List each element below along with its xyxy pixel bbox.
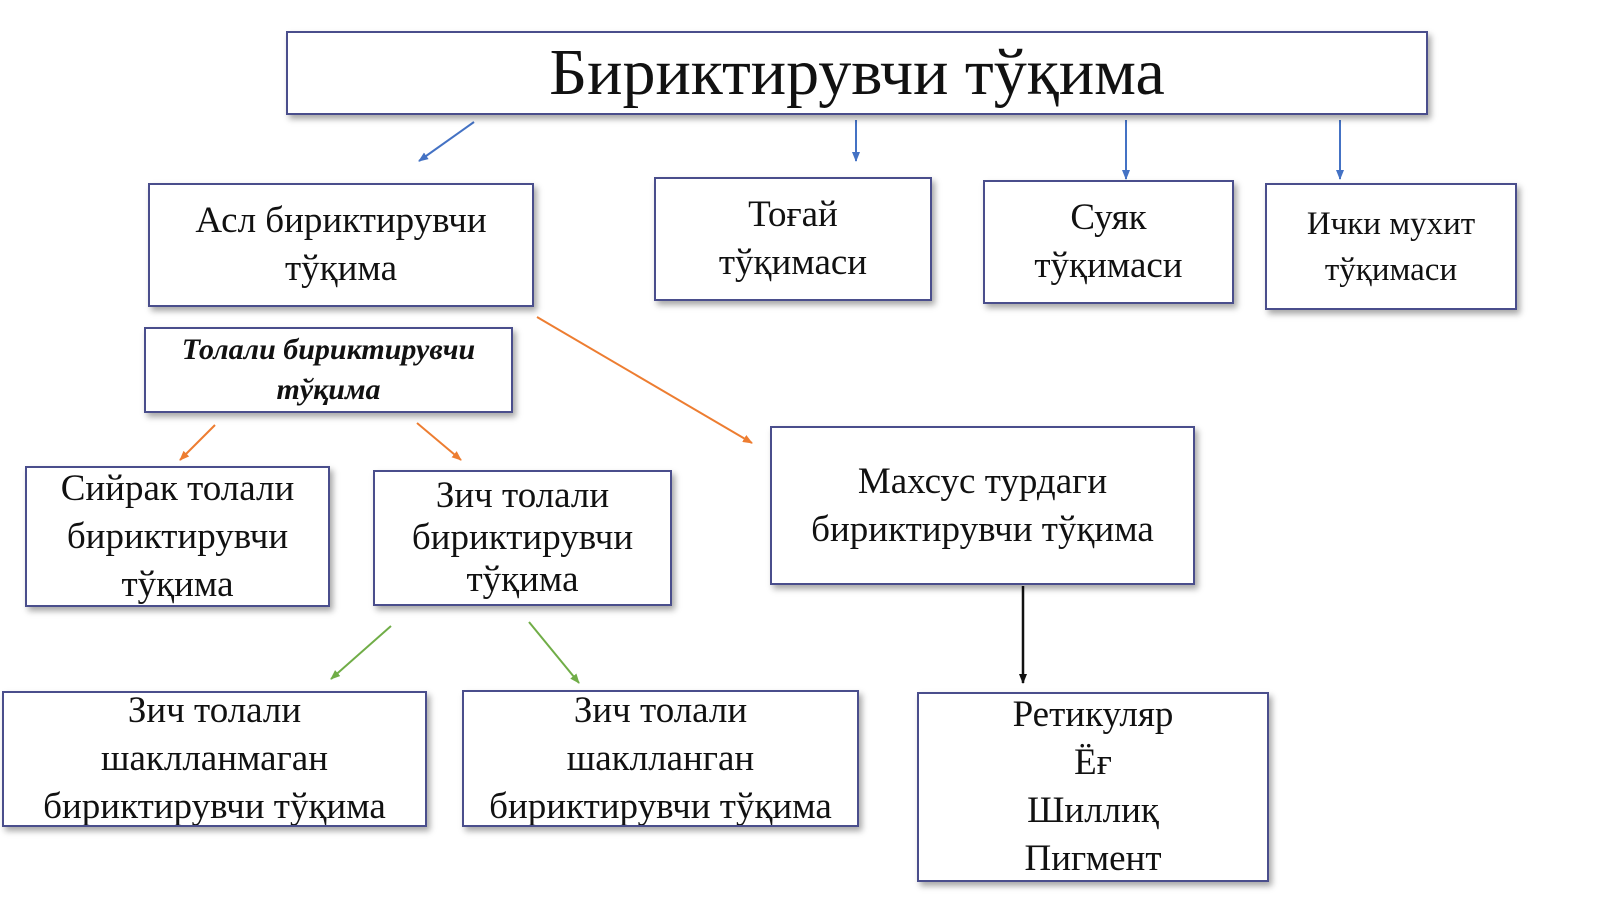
node-shakl-no-line-2: шаклланмаган <box>100 738 329 779</box>
node-shakl-no-line-3: бириктирувчи тўқима <box>43 786 386 827</box>
node-maxsus-line-2: бириктирувчи тўқима <box>811 508 1154 550</box>
node-togai-line-1: Тоғай <box>748 194 838 235</box>
node-retik-line-4: Пигмент <box>1024 838 1162 879</box>
node-special-types-list: Ретикуляр Ёғ Шиллиқ Пигмент <box>917 692 1269 882</box>
arrow-tolali-to-siyrak <box>179 424 216 461</box>
arrow-title-to-asl <box>418 121 475 162</box>
node-shakl-yes-line-2: шаклланган <box>566 737 755 779</box>
node-ichki-muhit: Ички мухит тўқимаси <box>1265 183 1517 310</box>
node-suyak-line-2: тўқимаси <box>1034 245 1183 286</box>
node-ichki-line-1: Ички мухит <box>1306 205 1476 242</box>
node-shakl-yes-line-1: Зич толали <box>573 690 748 731</box>
node-suyak: Суяк тўқимаси <box>983 180 1234 304</box>
node-asl-line-1: Асл бириктирувчи <box>195 200 487 241</box>
arrow-asl-to-maxsus <box>536 316 753 444</box>
arrow-zich-to-shakl-yes <box>528 621 580 684</box>
arrow-zich-to-shakl-no <box>330 625 392 680</box>
node-retik-line-1: Ретикуляр <box>1012 694 1174 735</box>
node-zich-line-2: бириктирувчи <box>411 517 634 558</box>
node-ichki-line-2: тўқимаси <box>1324 251 1458 288</box>
node-siyrak-line-1: Сийрак толали <box>60 467 295 509</box>
title-box: Бириктирувчи тўқима <box>286 31 1428 115</box>
node-tolali-line-2: тўқима <box>276 373 381 406</box>
node-zich-line-3: тўқима <box>466 559 579 600</box>
node-zich-tolali: Зич толали бириктирувчи тўқима <box>373 470 672 606</box>
arrow-tolali-to-zich <box>416 422 462 461</box>
node-shakl-yes-line-3: бириктирувчи тўқима <box>489 785 832 827</box>
node-shakllangan: Зич толали шаклланган бириктирувчи тўқим… <box>462 690 859 827</box>
node-shakllanmagan: Зич толали шаклланмаган бириктирувчи тўқ… <box>2 691 427 827</box>
node-togai-line-2: тўқимаси <box>718 242 868 283</box>
node-togai: Тоғай тўқимаси <box>654 177 932 301</box>
node-retik-line-2: Ёғ <box>1074 742 1112 783</box>
diagram-title: Бириктирувчи тўқима <box>549 36 1165 109</box>
node-asl-biriktiruvchi: Асл бириктирувчи тўқима <box>148 183 534 307</box>
node-suyak-line-1: Суяк <box>1070 197 1147 238</box>
node-tolali-line-1: Толали бириктирувчи <box>181 333 476 366</box>
node-maxsus-turdagi: Махсус турдаги бириктирувчи тўқима <box>770 426 1195 585</box>
node-maxsus-line-1: Махсус турдаги <box>857 460 1108 502</box>
node-siyrak-line-2: бириктирувчи <box>66 515 289 557</box>
node-siyrak-line-3: тўқима <box>121 563 234 605</box>
node-siyrak-tolali: Сийрак толали бириктирувчи тўқима <box>25 466 330 607</box>
node-asl-line-2: тўқима <box>284 248 398 289</box>
node-retik-line-3: Шиллиқ <box>1027 790 1159 831</box>
node-zich-line-1: Зич толали <box>435 475 610 516</box>
node-shakl-no-line-1: Зич толали <box>127 691 302 731</box>
node-tolali: Толали бириктирувчи тўқима <box>144 327 513 413</box>
